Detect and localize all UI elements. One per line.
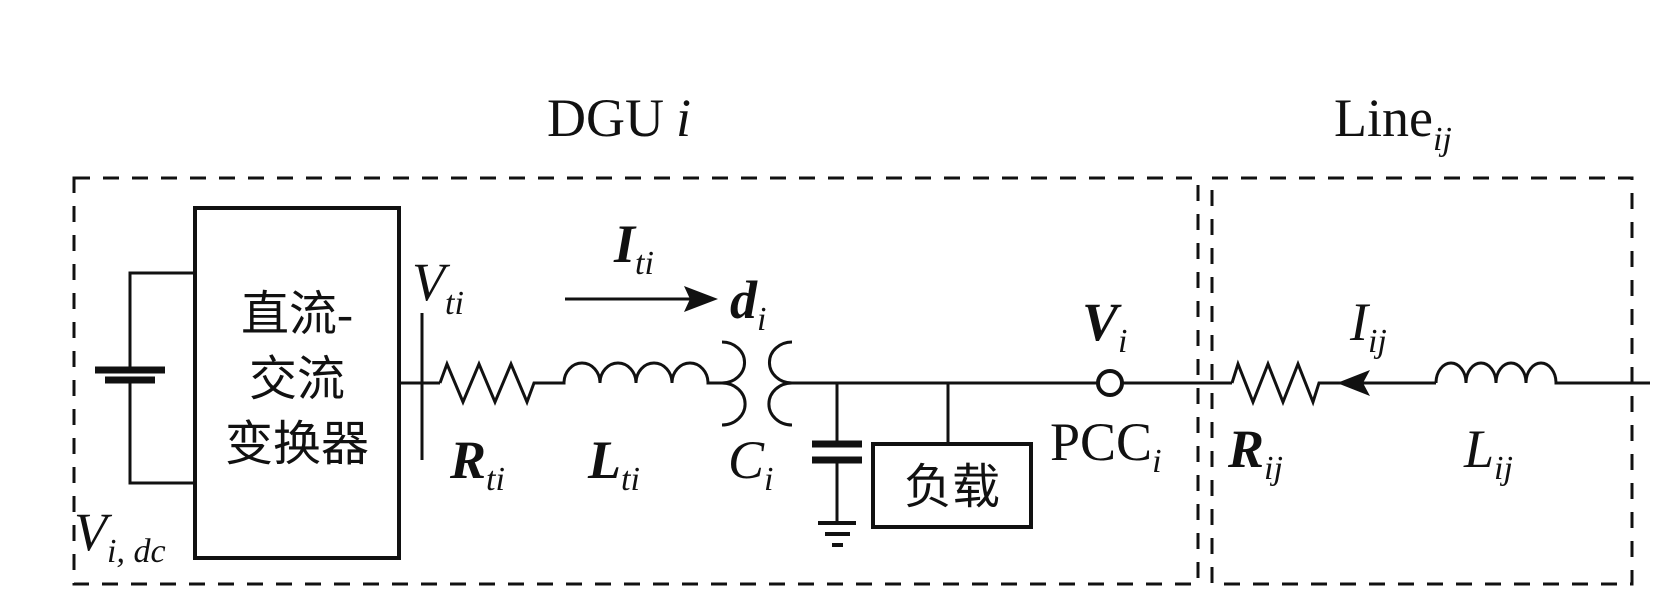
dgu-boundary [72, 176, 1200, 586]
i-ti-label: Iti [613, 214, 654, 282]
i-ij-label: Iij [1349, 292, 1387, 360]
v-pcc-label: Vi [1082, 292, 1127, 360]
v-ti-label: Vti [412, 252, 464, 322]
line-boundary [1210, 176, 1634, 586]
l-ij-label: Lij [1463, 419, 1513, 487]
converter-label-line-3: 变换器 [225, 418, 369, 471]
transformer-di [721, 340, 793, 427]
i-ti-arrowhead [684, 286, 718, 312]
converter-label-line-2: 交流 [249, 353, 345, 406]
load-box [871, 442, 1033, 529]
resistor-rti [438, 359, 562, 407]
capacitor-ci [812, 383, 862, 523]
inductor-lij [1434, 361, 1650, 385]
c-label: Ci [728, 430, 773, 498]
inductor-lti [562, 361, 726, 385]
i-ij-arrowhead [1337, 370, 1370, 396]
ground-icon [818, 521, 856, 547]
dc-source [95, 271, 194, 485]
converter-label-line-1: 直流- [241, 288, 353, 341]
line-title: Lineij [1334, 88, 1452, 158]
r-ij-label: Rij [1227, 419, 1283, 487]
load-label: 负载 [904, 461, 1000, 514]
l-ti-label: Lti [587, 430, 640, 498]
d-label: di [730, 270, 766, 338]
pcc-node [1096, 369, 1124, 397]
v-dc-label: Vi, dc [74, 502, 166, 570]
r-ti-label: Rti [449, 430, 505, 498]
pcc-label: PCCi [1050, 412, 1162, 480]
resistor-rij [1230, 359, 1363, 407]
